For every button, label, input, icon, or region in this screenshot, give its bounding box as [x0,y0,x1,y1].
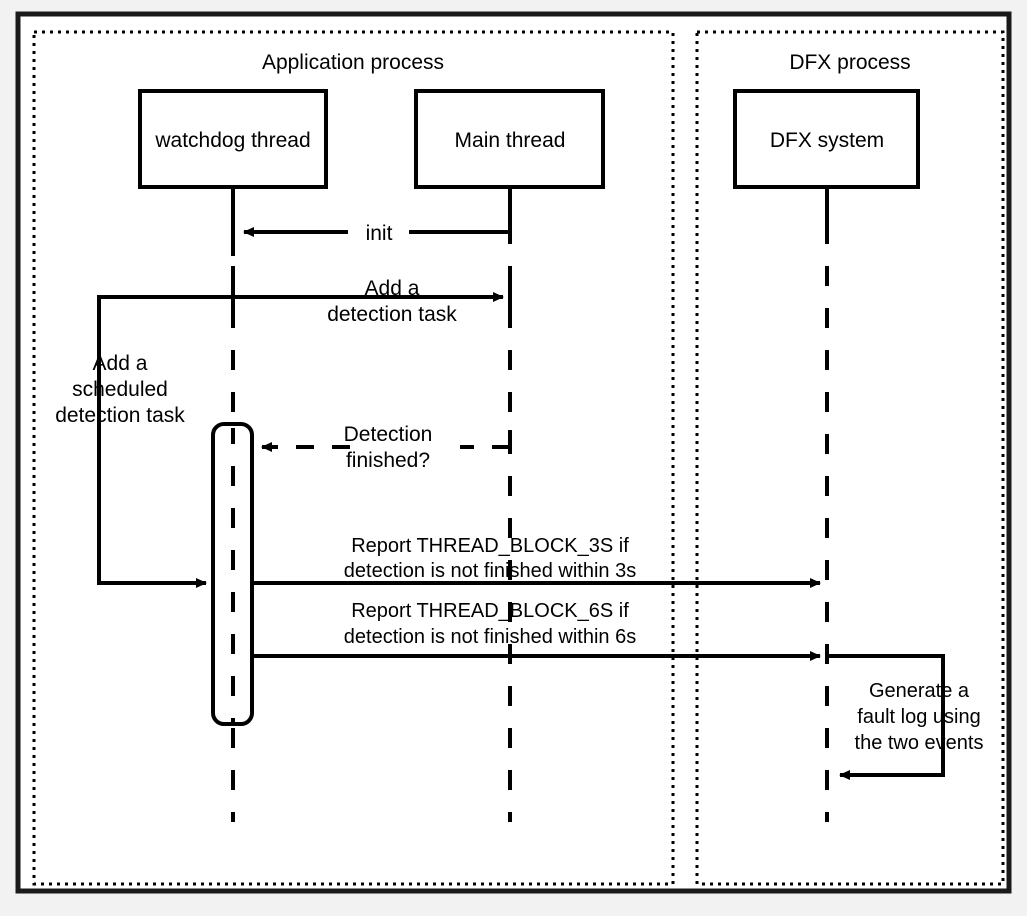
message-label-init: init [366,222,393,245]
participant-dfx-system[interactable]: DFX system [733,89,920,189]
message-generate-a-fault-log[interactable]: Generate a fault log using the two event… [827,654,984,780]
participant-label-watchdog-thread: watchdog thread [154,129,310,152]
frame-application-process [32,30,675,886]
message-label-report-3s-line1: Report THREAD_BLOCK_3S if [351,535,629,557]
message-label-scheduled-task-line3: detection task [55,404,185,427]
frame-dfx-process [695,30,1005,886]
message-detection-finished[interactable]: Detection finished? [261,423,512,472]
message-scheduled-task-selfloop-path [97,295,233,588]
message-label-generate-fault-log-line1: Generate a [869,680,970,702]
message-label-add-detection-task-line2: detection task [327,303,457,326]
message-label-detection-finished-line2: finished? [346,449,430,472]
message-label-report-6s-line1: Report THREAD_BLOCK_6S if [351,600,629,622]
message-label-detection-finished-line1: Detection [344,423,433,446]
message-label-scheduled-task-line2: scheduled [72,378,168,401]
activation-bar-watchdog-thread[interactable] [211,422,254,726]
message-label-scheduled-task-line1: Add a [93,352,148,375]
message-label-report-3s-line2: detection is not finished within 3s [344,560,636,582]
message-add-a-scheduled-detection-task[interactable]: Add a scheduled detection task [55,295,233,588]
frame-label-dfx-process: DFX process [789,51,910,74]
message-report-thread-block-3s[interactable]: Report THREAD_BLOCK_3S if detection is n… [252,535,821,588]
participant-label-main-thread: Main thread [455,129,566,152]
message-label-generate-fault-log-line2: fault log using [857,706,980,728]
message-label-report-6s-line2: detection is not finished within 6s [344,626,636,648]
frame-label-application-process: Application process [262,51,444,74]
participant-watchdog-thread[interactable]: watchdog thread [138,89,328,189]
participant-main-thread[interactable]: Main thread [414,89,605,189]
message-label-add-detection-task-line1: Add a [365,277,420,300]
message-label-generate-fault-log-line3: the two events [855,732,984,754]
message-add-a-detection-task[interactable]: Add a detection task [231,277,512,326]
message-generate-fault-log-selfloop-path [827,654,945,780]
participant-box-main-thread[interactable] [414,89,605,189]
message-init[interactable]: init [231,200,512,256]
message-report-thread-block-6s[interactable]: Report THREAD_BLOCK_6S if detection is n… [252,600,821,661]
participant-label-dfx-system: DFX system [770,129,884,152]
